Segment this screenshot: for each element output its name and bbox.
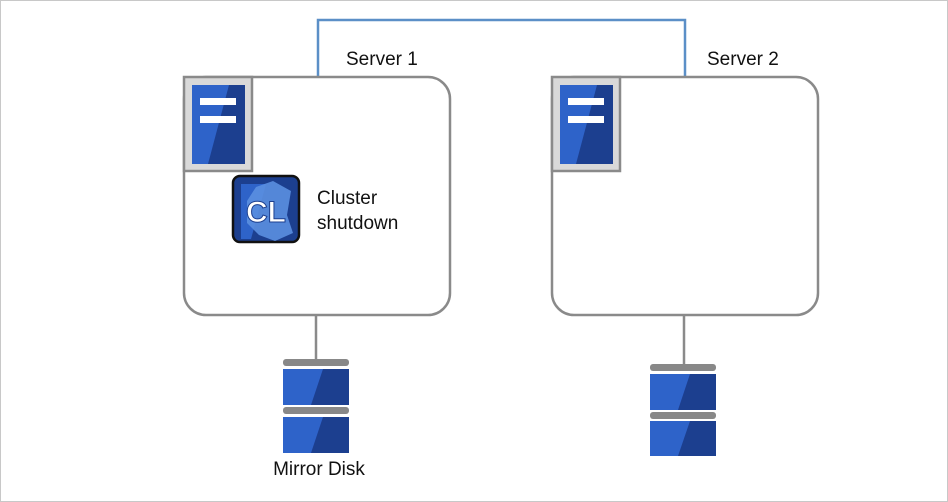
cluster-badge-text: CL [246,196,286,229]
server-1-label: Server 1 [346,49,418,70]
server-2-label: Server 2 [707,49,779,70]
cluster-badge-icon: CL [231,174,301,244]
server-icon [192,85,245,164]
mirror-disk-label: Mirror Disk [273,459,365,480]
disk-2-icon [650,364,716,456]
server-2: Server 2 [550,49,820,317]
server-1: Server 1 CL Cluster shutdown [182,49,452,317]
network-link [316,18,687,77]
mirror-disk-icon [283,359,349,453]
cluster-shutdown-line1: Cluster [317,188,378,209]
server-icon [560,85,613,164]
cluster-shutdown-line2: shutdown [317,213,398,234]
